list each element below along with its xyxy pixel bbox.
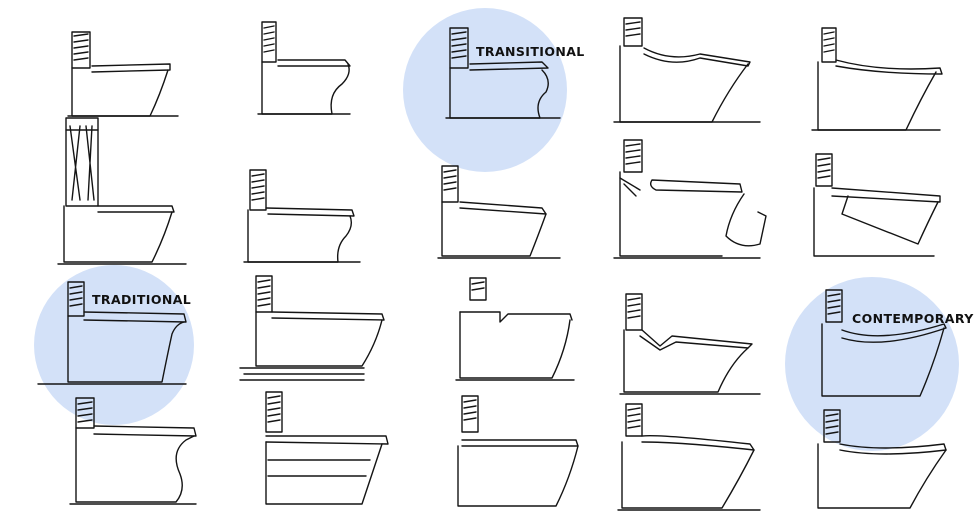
toilet-sketch-r3c1 [37,281,187,385]
contemporary-highlight-circle [785,277,959,451]
toilet-sketch-r4c3 [457,395,579,507]
traditional-label: TRADITIONAL [92,292,192,307]
toilet-sketch-r2c1 [57,117,187,265]
toilet-sketch-r1c3 [445,27,561,119]
toilet-sketch-r3c3 [455,277,575,381]
toilet-sketch-r2c4 [613,139,767,259]
toilet-sketch-r2c3 [437,165,561,259]
toilet-sketch-r4c2 [265,391,389,505]
toilet-sketch-r1c1 [67,31,179,117]
transitional-highlight-circle [403,8,567,172]
toilet-sketch-r1c4 [613,17,761,123]
transitional-label: TRANSITIONAL [476,44,585,59]
toilet-sketch-r4c4 [617,403,761,511]
toilet-sketch-r4c1 [69,397,197,505]
toilet-sketch-r1c2 [257,21,351,115]
contemporary-label: CONTEMPORARY [852,311,974,326]
toilet-sketch-r4c5 [817,409,947,509]
toilet-sketch-r3c2 [239,275,385,381]
toilet-sketch-r3c5 [821,289,947,397]
toilet-sketch-r3c4 [619,293,761,395]
toilet-sketch-r1c5 [811,27,943,131]
toilet-sketch-r2c5 [813,153,941,257]
toilet-sketch-r2c2 [243,169,361,263]
